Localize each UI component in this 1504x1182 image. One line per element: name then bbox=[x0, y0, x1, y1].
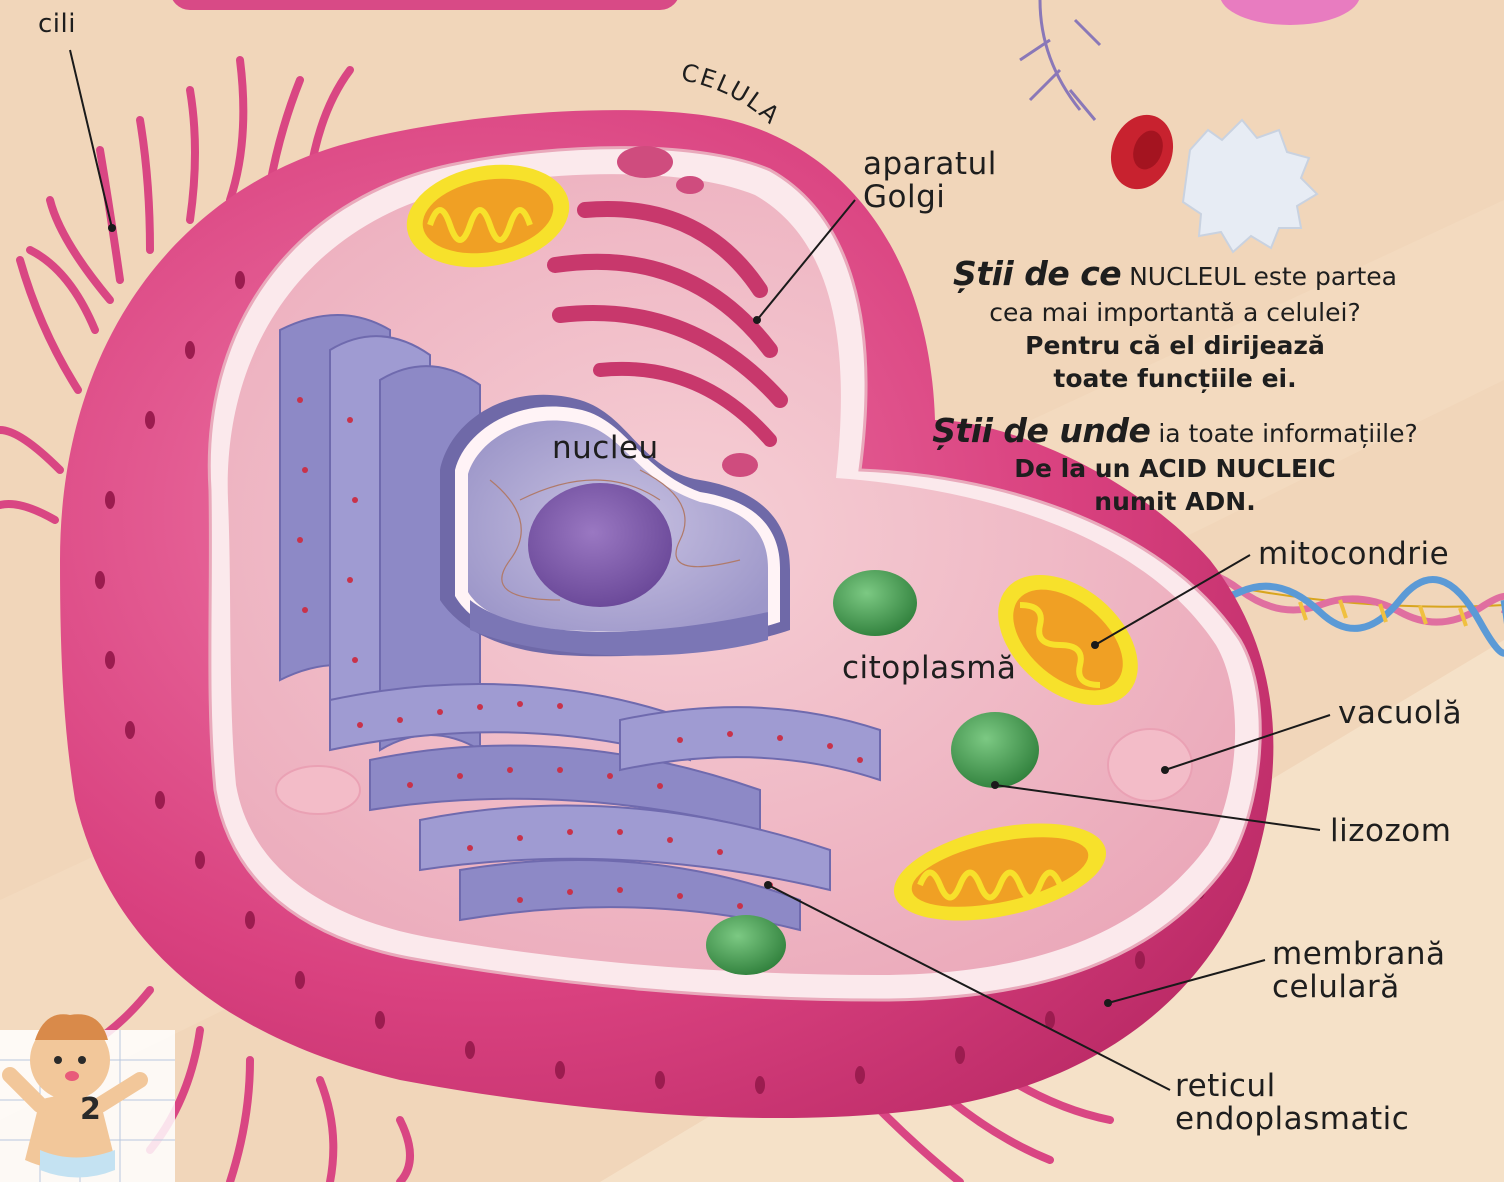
qa-q1-rest: NUCLEUL este partea bbox=[1129, 262, 1397, 291]
label-golgi-line2: Golgi bbox=[863, 181, 997, 214]
label-membrana-line1: membrană bbox=[1272, 938, 1446, 971]
qa-a2-line1-text: De la un ACID NUCLEIC bbox=[1014, 454, 1336, 483]
label-nucleu: nucleu bbox=[552, 432, 659, 465]
label-golgi-line1: aparatul bbox=[863, 148, 997, 181]
qa-question-1: Știi de ce NUCLEUL este partea bbox=[895, 252, 1455, 296]
label-mitocondrie: mitocondrie bbox=[1258, 538, 1449, 571]
label-membrana: membrană celulară bbox=[1272, 938, 1446, 1005]
label-reticul: reticul endoplasmatic bbox=[1175, 1070, 1409, 1137]
qa-a1-line1-text: Pentru că el dirijează bbox=[1025, 331, 1325, 360]
label-membrana-line2: celulară bbox=[1272, 971, 1446, 1004]
qa-q1-line2: cea mai importantă a celulei? bbox=[895, 296, 1455, 329]
qa-q1-highlight: Știi de ce bbox=[953, 254, 1121, 293]
label-lizozom: lizozom bbox=[1330, 815, 1451, 848]
qa-a1-line1: Pentru că el dirijează bbox=[895, 329, 1455, 362]
qa-question-2: Știi de unde ia toate informațiile? bbox=[895, 409, 1455, 453]
label-golgi: aparatul Golgi bbox=[863, 148, 997, 215]
qa-block: Știi de ce NUCLEUL este partea cea mai i… bbox=[895, 252, 1455, 518]
qa-a2-line2: numit ADN. bbox=[895, 485, 1455, 518]
qa-q2-highlight: Știi de unde bbox=[932, 411, 1150, 450]
label-cili: cili bbox=[38, 10, 76, 38]
label-citoplasma: citoplasmă bbox=[842, 652, 1016, 685]
page-number: 2 bbox=[80, 1092, 101, 1127]
qa-q2-rest: ia toate informațiile? bbox=[1158, 419, 1417, 448]
label-reticul-line1: reticul bbox=[1175, 1070, 1409, 1103]
qa-a1-line2-text: toate funcțiile ei. bbox=[1053, 364, 1296, 393]
qa-a2-line1: De la un ACID NUCLEIC bbox=[895, 452, 1455, 485]
label-vacuola: vacuolă bbox=[1338, 697, 1462, 730]
label-reticul-line2: endoplasmatic bbox=[1175, 1103, 1409, 1136]
qa-a2-line2-text: numit ADN. bbox=[1094, 487, 1255, 516]
qa-a1-line2: toate funcțiile ei. bbox=[895, 362, 1455, 395]
